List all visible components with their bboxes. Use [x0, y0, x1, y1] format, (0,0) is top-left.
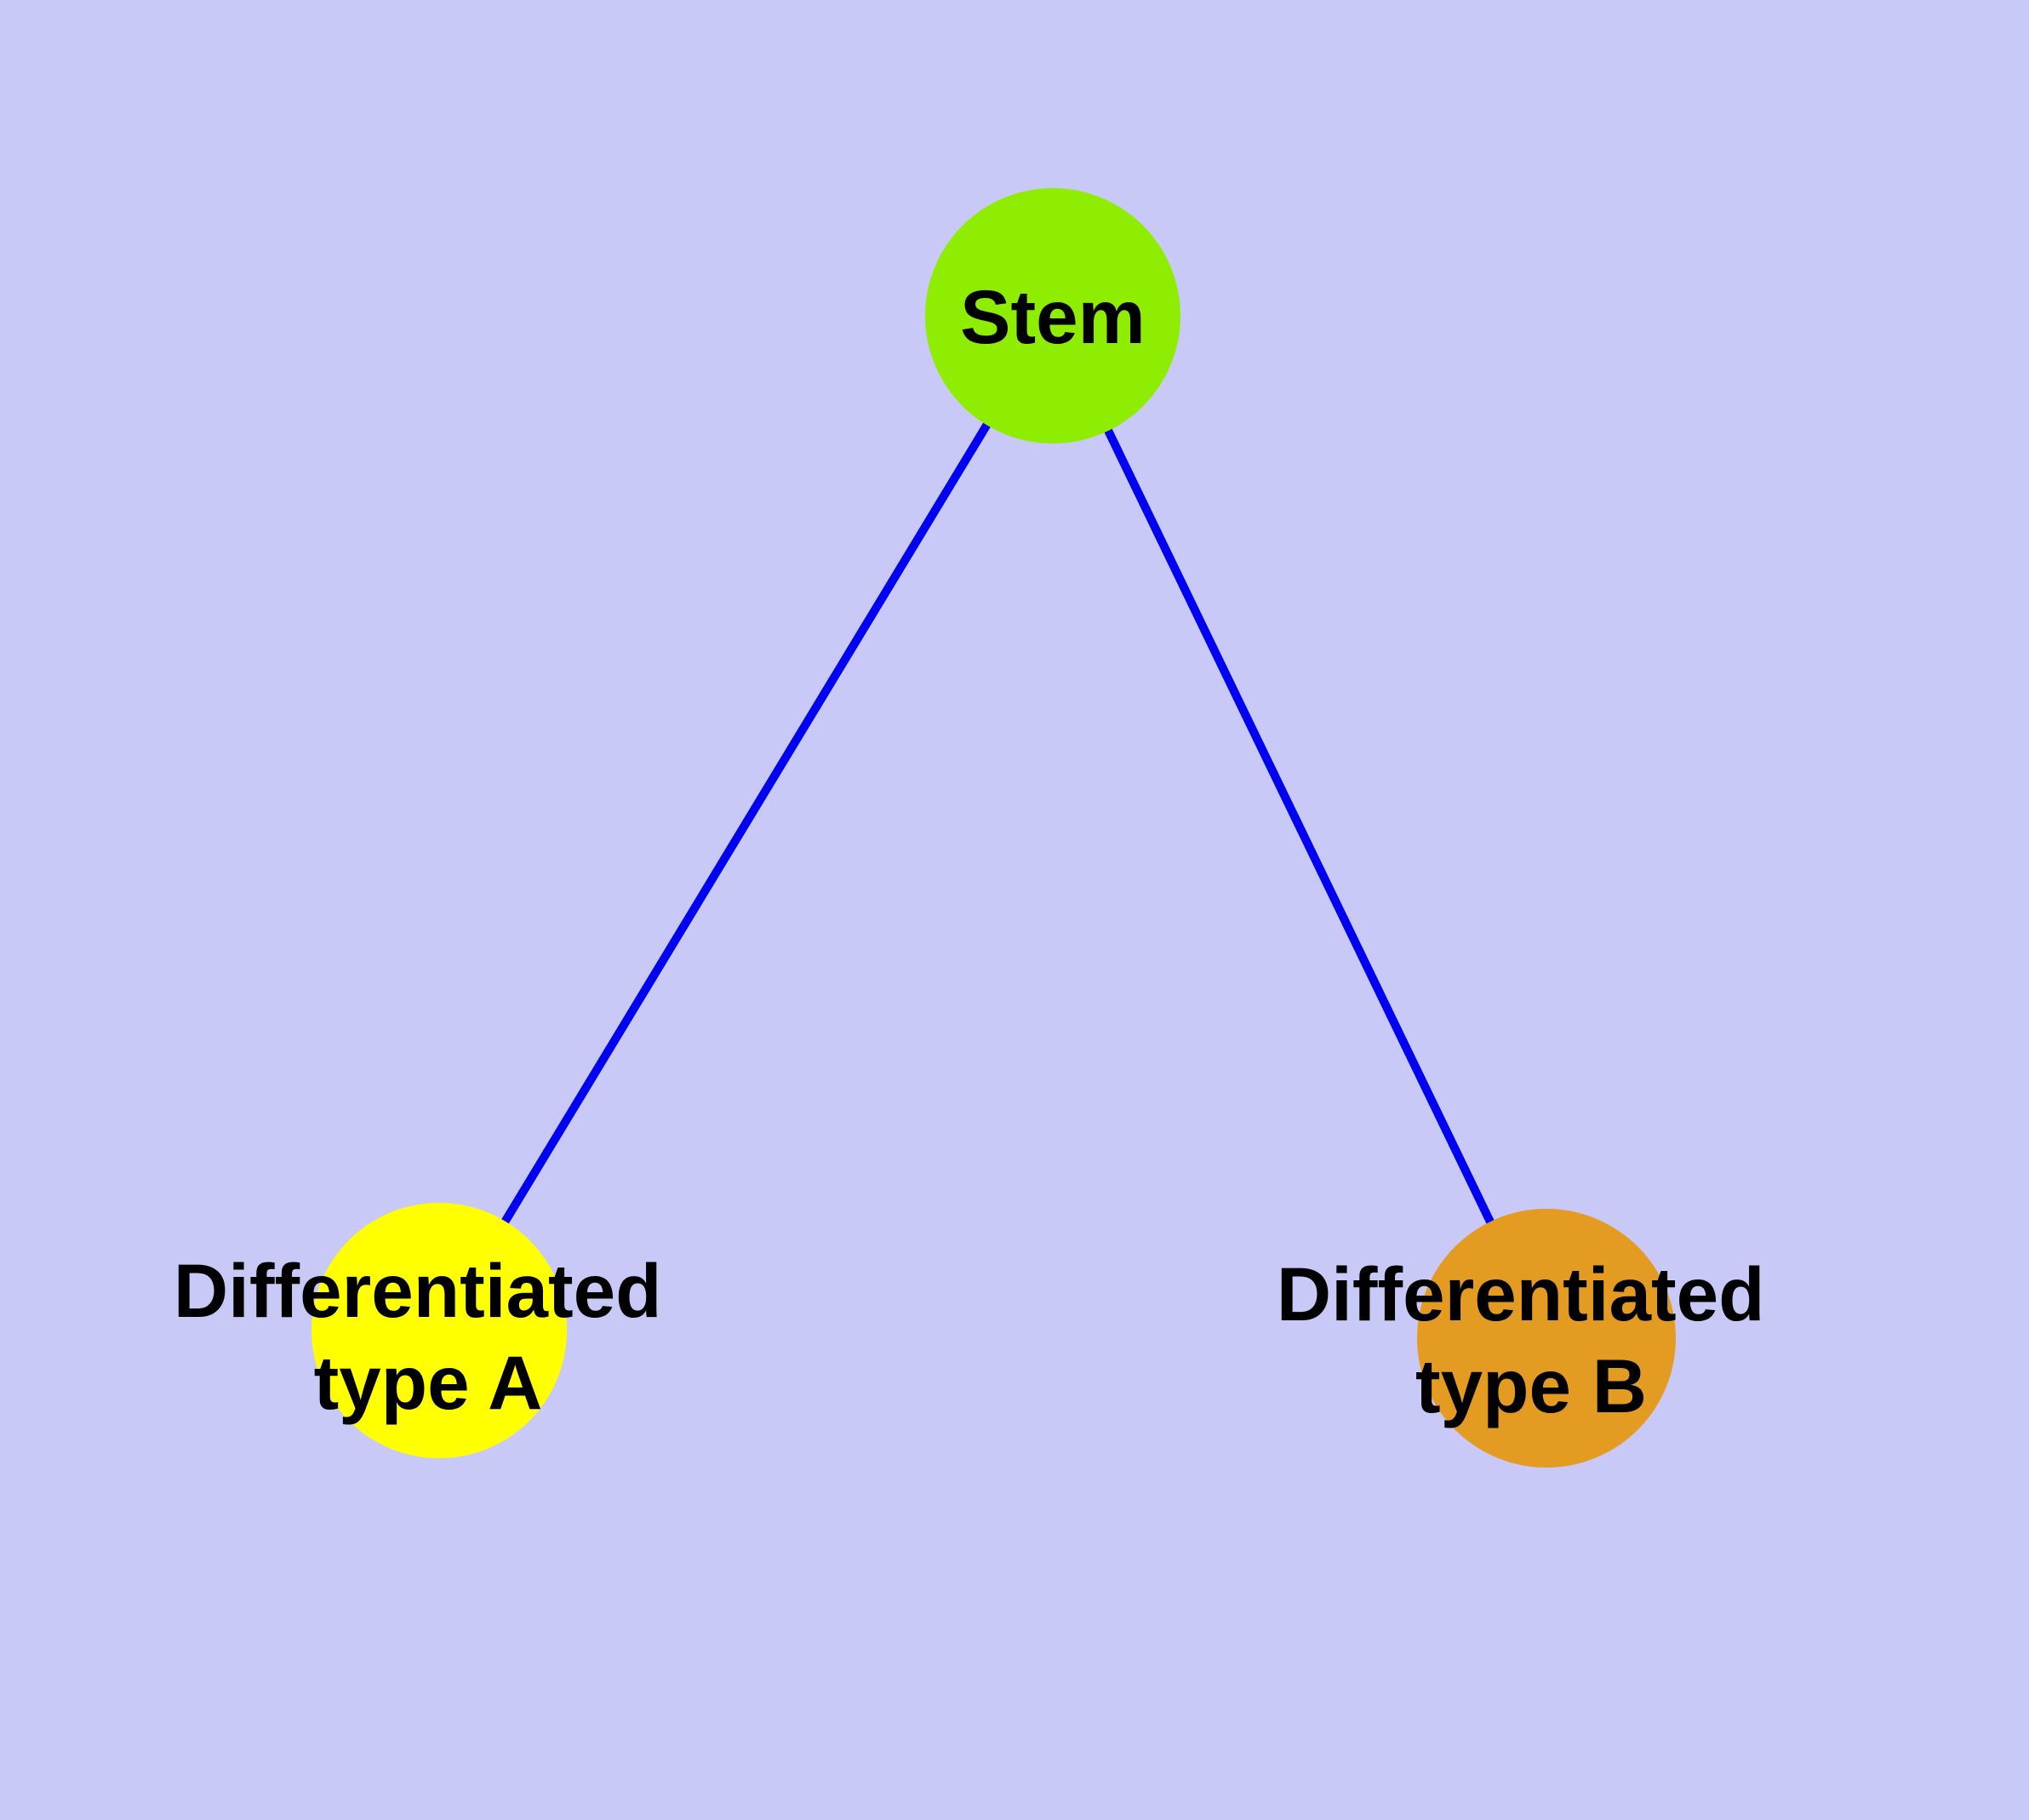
- differentiated-type-b-node-circle: [1417, 1209, 1676, 1468]
- differentiated-type-a-node-circle: [311, 1203, 567, 1458]
- differentiated-type-b-label-line1: Differentiated: [1277, 1251, 1765, 1336]
- differentiated-type-b-node-label: Differentiated type B: [1277, 1251, 1786, 1428]
- stem-node-label: Stem: [960, 274, 1146, 359]
- differentiated-type-b-label-line2: type B: [1415, 1343, 1647, 1428]
- stem-node-circle: [925, 188, 1180, 444]
- differentiated-type-a-label-line1: Differentiated: [174, 1248, 662, 1333]
- differentiated-type-a-label-line2: type A: [314, 1340, 543, 1425]
- edge-stem-to-type-b: [1049, 313, 1551, 1341]
- stem-node-label-line1: Stem: [960, 274, 1146, 359]
- edge-stem-to-type-a: [435, 313, 1057, 1333]
- differentiated-type-a-node-label: Differentiated type A: [174, 1248, 683, 1425]
